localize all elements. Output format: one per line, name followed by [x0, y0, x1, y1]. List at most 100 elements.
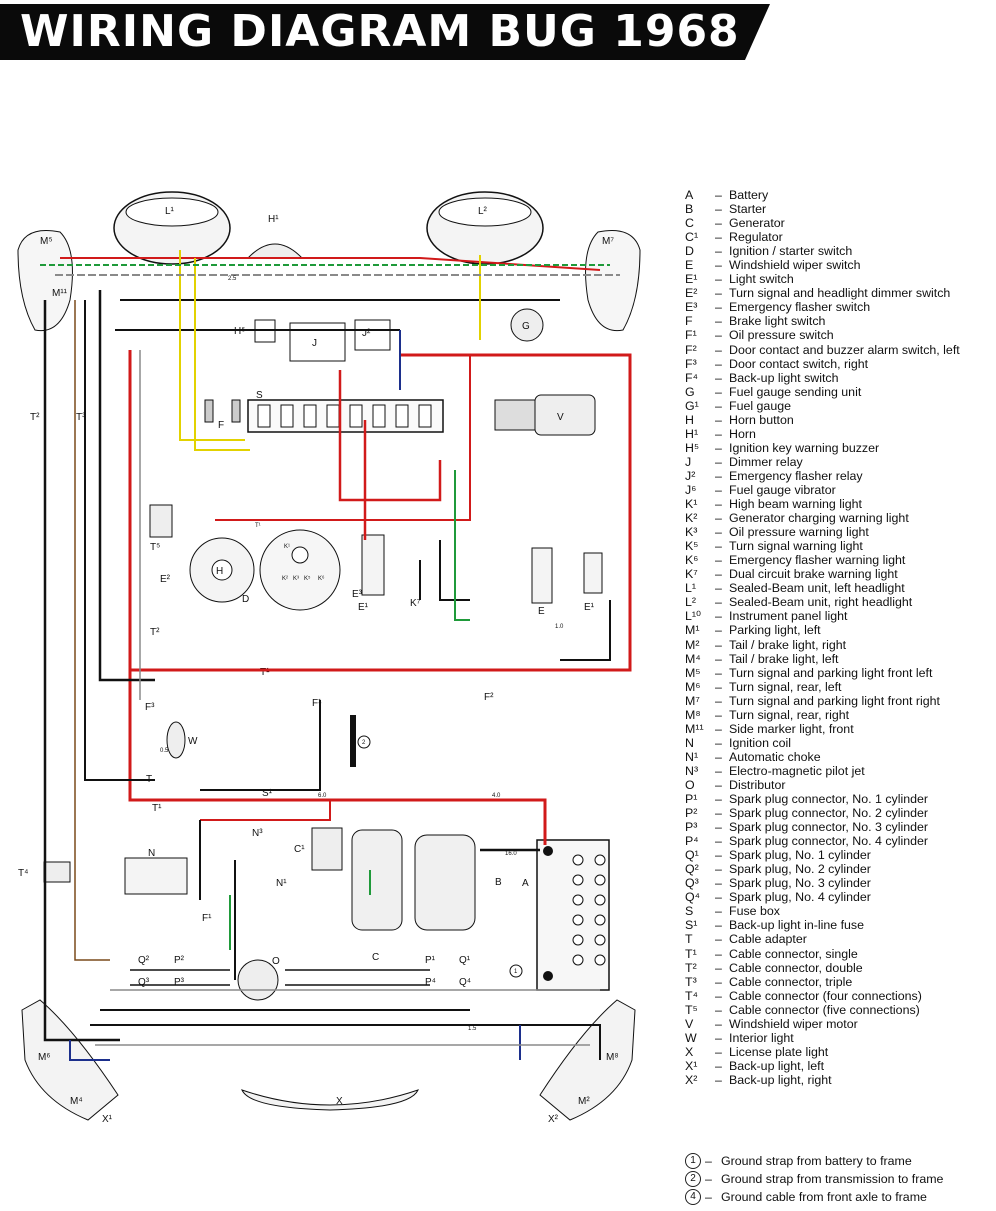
- legend-description: Emergency flasher warning light: [729, 553, 906, 568]
- legend-dash: –: [715, 300, 722, 315]
- legend-code: X: [685, 1044, 694, 1059]
- label-H5: H⁵: [234, 326, 245, 337]
- battery-cell: [594, 854, 606, 866]
- legend-description: Cable connector, single: [729, 946, 858, 961]
- wire: [128, 350, 547, 845]
- battery-cells: [572, 854, 606, 966]
- label-T1-cluster: T¹: [255, 523, 261, 529]
- legend-dash: –: [715, 454, 722, 469]
- legend-dash: –: [715, 763, 722, 778]
- legend-description: Oil pressure switch: [729, 328, 834, 343]
- label-H: H: [216, 566, 223, 577]
- label-S1: S¹: [262, 788, 273, 799]
- legend-item: P⁴–Spark plug connector, No. 4 cylinder: [685, 834, 990, 848]
- battery-cell: [594, 874, 606, 886]
- legend-code: A: [685, 188, 694, 202]
- legend-item: J–Dimmer relay: [685, 455, 990, 469]
- wiring-diagram: L¹ L² H¹ M⁵ M¹¹ M⁷ G J J² H⁵ F S: [17, 191, 641, 1125]
- legend-item: E¹–Light switch: [685, 272, 990, 286]
- legend-dash: –: [715, 960, 722, 975]
- legend-dash: –: [715, 398, 722, 413]
- connector-T4: [43, 861, 71, 883]
- legend-code: E: [685, 258, 694, 273]
- legend-code: G¹: [685, 398, 699, 413]
- legend-dash: –: [715, 974, 722, 989]
- legend-code: K³: [685, 525, 698, 540]
- legend-item: O–Distributor: [685, 778, 990, 792]
- legend-dash: –: [715, 707, 722, 722]
- steering-switch: H E² D: [160, 537, 255, 605]
- wire-gauge-label: 1.5: [468, 1026, 477, 1032]
- label-F1-top: F¹: [312, 698, 322, 709]
- legend-code: F¹: [685, 328, 697, 343]
- legend-dash: –: [715, 468, 722, 483]
- legend-description: Back-up light switch: [729, 370, 839, 385]
- fuse: [395, 404, 409, 428]
- battery-cell: [572, 854, 584, 866]
- label-F3: F³: [145, 702, 155, 713]
- legend-dash: –: [715, 834, 722, 849]
- legend-code: W: [685, 1030, 697, 1045]
- legend-item: M⁴–Tail / brake light, left: [685, 652, 990, 666]
- legend-code: F²: [685, 342, 697, 357]
- label-g2: 2: [362, 740, 366, 746]
- wire: [200, 700, 321, 791]
- label-J2: J²: [362, 328, 371, 339]
- legend-item: S–Fuse box: [685, 904, 990, 918]
- legend-description: Turn signal warning light: [729, 539, 863, 554]
- legend-dash: –: [715, 497, 722, 512]
- battery-cell: [594, 914, 606, 926]
- legend-description: Oil pressure warning light: [729, 525, 869, 540]
- legend-code: V: [685, 1016, 694, 1031]
- legend-item: X–License plate light: [685, 1045, 990, 1059]
- legend-dash: –: [715, 890, 722, 905]
- fuse: [257, 404, 271, 428]
- label-T4: T⁴: [18, 868, 28, 879]
- legend-item: T¹–Cable connector, single: [685, 947, 990, 961]
- wire: [74, 300, 110, 961]
- legend-code: E³: [685, 300, 698, 315]
- legend-description: High beam warning light: [729, 497, 862, 512]
- legend-code: H¹: [685, 426, 699, 441]
- legend-code: Q⁴: [685, 890, 700, 905]
- legend-code: L²: [685, 595, 697, 610]
- battery-cell: [572, 954, 584, 966]
- wire: [454, 470, 470, 621]
- battery-cell: [572, 894, 584, 906]
- legend-dash: –: [715, 651, 722, 666]
- fuse: [326, 404, 340, 428]
- legend-dash: –: [715, 735, 722, 750]
- starter-B: B: [414, 834, 502, 931]
- legend-dash: –: [715, 848, 722, 863]
- legend-description: Regulator: [729, 230, 783, 245]
- label-K2: K²: [282, 576, 288, 582]
- label-K7: K⁷: [410, 598, 421, 609]
- legend-item: H–Horn button: [685, 413, 990, 427]
- legend-code: N: [685, 735, 694, 750]
- legend-description: Spark plug, No. 1 cylinder: [729, 848, 871, 863]
- legend-description: Parking light, left: [729, 623, 821, 638]
- legend-item: E²–Turn signal and headlight dimmer swit…: [685, 286, 990, 300]
- legend-dash: –: [715, 1044, 722, 1059]
- legend-description: Automatic choke: [729, 749, 821, 764]
- dimmer-relay-J: [289, 322, 346, 362]
- label-P1: P¹: [425, 955, 436, 966]
- legend-item: Q²–Spark plug, No. 2 cylinder: [685, 862, 990, 876]
- legend-item: K¹–High beam warning light: [685, 497, 990, 511]
- legend-code: H: [685, 412, 694, 427]
- ground-strap-1: 1: [509, 964, 523, 978]
- front-light-left-M5: M⁵ M¹¹: [17, 230, 73, 332]
- legend-code: J: [685, 454, 692, 469]
- legend-dash: –: [715, 216, 722, 231]
- legend-code: T³: [685, 974, 697, 989]
- label-E: E: [538, 606, 545, 617]
- legend-description: Turn signal, rear, right: [729, 707, 850, 722]
- rear-light-left: M⁶ M⁴ X¹: [21, 999, 119, 1125]
- legend-description: Fuse box: [729, 904, 780, 919]
- ground-description: Ground cable from front axle to frame: [721, 1190, 927, 1204]
- ground-item: 2–Ground strap from transmission to fram…: [685, 1170, 990, 1188]
- connector-T5: [149, 504, 173, 538]
- label-A: A: [522, 878, 529, 889]
- ground-dash: –: [705, 1172, 712, 1186]
- label-T2-lower: T²: [150, 627, 160, 638]
